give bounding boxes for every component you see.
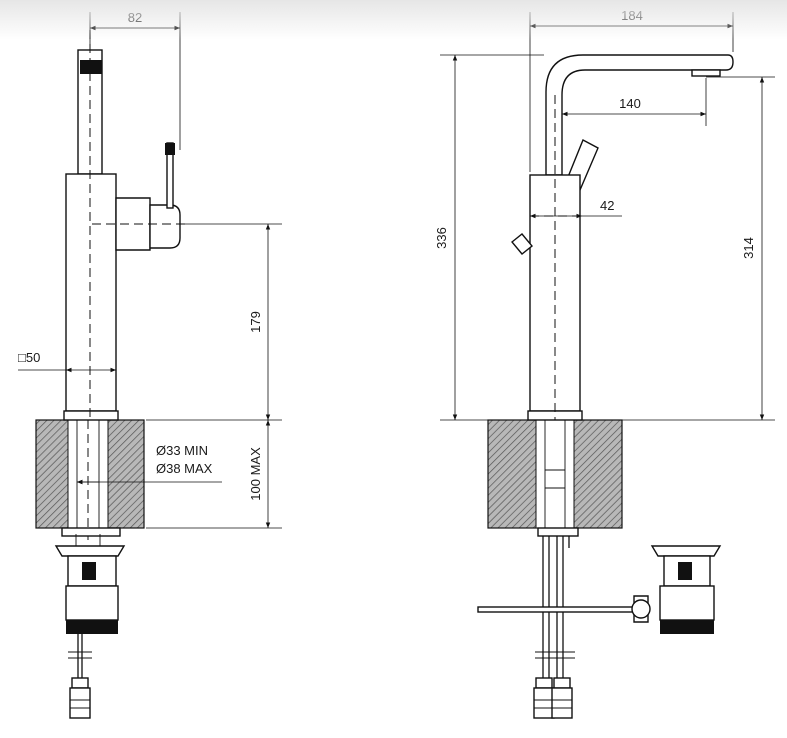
hole-min-label: Ø33 MIN (156, 443, 208, 458)
dim-42-label: 42 (600, 198, 614, 213)
front-view: 184 140 42 336 314 (434, 8, 775, 719)
dim-hole-diameter: Ø33 MIN Ø38 MAX (77, 443, 222, 485)
front-countertop-section (487, 419, 623, 529)
hole-max-label: Ø38 MAX (156, 461, 213, 476)
countertop-section (35, 419, 145, 540)
side-waste-assembly (54, 527, 126, 719)
dim-179-label: 179 (248, 311, 263, 333)
dim-336: 336 (434, 54, 544, 421)
dim-100-max-label: 100 MAX (248, 447, 263, 501)
dim-82: 82 (89, 10, 181, 150)
dim-square-50: □50 (18, 350, 117, 378)
side-tap-body (63, 30, 185, 421)
side-view: 82 179 100 MAX □50 Ø33 MIN Ø3 (18, 10, 282, 719)
dim-314: 314 (622, 76, 775, 421)
front-waste-assembly (477, 527, 722, 719)
dim-square-50-label: □50 (18, 350, 40, 365)
dim-314-label: 314 (741, 237, 756, 259)
dim-140-label: 140 (619, 96, 641, 111)
dim-82-label: 82 (128, 10, 142, 25)
dim-179: 179 (146, 223, 282, 421)
dim-336-label: 336 (434, 227, 449, 249)
dim-42: 42 (530, 198, 622, 219)
dim-100-max: 100 MAX (146, 420, 282, 529)
dim-140: 140 (562, 78, 707, 126)
dim-184-label: 184 (621, 8, 643, 23)
